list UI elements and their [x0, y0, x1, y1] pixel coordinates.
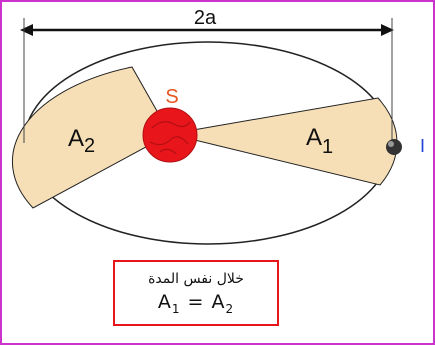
eq-left: A: [157, 290, 172, 313]
arrow-head-left: [20, 24, 33, 36]
caption-text: خلال نفس المدة: [148, 270, 244, 287]
eq-left-sub: 1: [171, 301, 181, 316]
area-a1-label: A1: [306, 124, 333, 158]
arrow-head-right: [381, 24, 394, 36]
eq-right-sub: 2: [225, 301, 235, 316]
sun-label: S: [165, 86, 178, 108]
sun: [142, 107, 198, 163]
area-a2-sector: [11, 66, 171, 209]
sun-texture: [149, 121, 191, 155]
area-equation: A1 = A2: [158, 291, 234, 316]
eq-sign: =: [187, 290, 205, 313]
area-a2-label: A2: [68, 125, 95, 157]
axis-label-2a: 2a: [194, 7, 217, 29]
eq-right: A: [211, 290, 226, 313]
planet: [386, 139, 402, 155]
planet-label: I: [420, 136, 425, 156]
caption-box: خلال نفس المدة A1 = A2: [113, 260, 279, 326]
planet-highlight: [388, 141, 394, 147]
